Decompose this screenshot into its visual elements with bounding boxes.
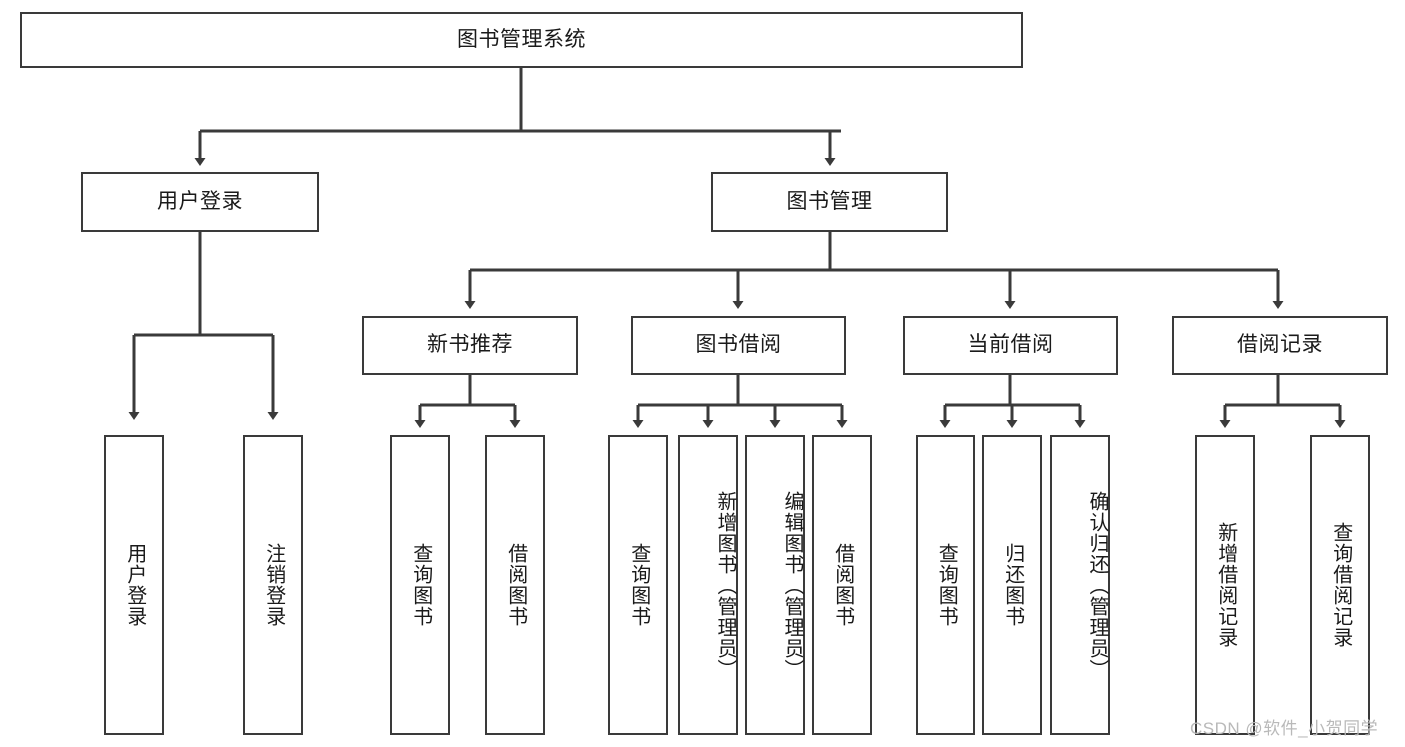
node-book-management[interactable]: 图书管理 [711,172,948,232]
node-label: 新书推荐 [427,333,513,357]
node-user-login[interactable]: 用户登录 [81,172,319,232]
watermark-text: CSDN @软件_小贺同学 [1190,719,1379,738]
node-label: 借阅记录 [1237,333,1323,357]
node-current-borrowing[interactable]: 当前借阅 [903,316,1118,375]
leaf-user-login[interactable]: 用户登录 [104,435,164,735]
leaf-query-borrow-record[interactable]: 查询借阅记录 [1310,435,1370,735]
node-book-borrowing[interactable]: 图书借阅 [631,316,846,375]
leaf-add-book-admin[interactable]: 新增图书（管理员） [678,435,738,735]
node-new-book-recommendation[interactable]: 新书推荐 [362,316,578,375]
node-label: 当前借阅 [967,333,1054,357]
leaf-query-book-borrow[interactable]: 查询图书 [608,435,668,735]
node-label: 查询图书 [409,543,432,627]
leaf-borrow-book-newbook[interactable]: 借阅图书 [485,435,545,735]
node-label: 确认归还（管理员） [1086,490,1108,680]
leaf-query-book-newbook[interactable]: 查询图书 [390,435,450,735]
node-label: 用户登录 [123,543,146,627]
node-label: 查询图书 [627,543,650,627]
leaf-query-book-current[interactable]: 查询图书 [916,435,975,735]
node-borrowing-record[interactable]: 借阅记录 [1172,316,1388,375]
node-label: 新增图书（管理员） [714,490,736,680]
node-label: 图书管理系统 [457,27,586,51]
node-label: 借阅图书 [831,543,854,627]
leaf-confirm-return-admin[interactable]: 确认归还（管理员） [1050,435,1110,735]
node-label: 查询借阅记录 [1329,522,1352,648]
leaf-add-borrow-record[interactable]: 新增借阅记录 [1195,435,1255,735]
leaf-borrow-book[interactable]: 借阅图书 [812,435,872,735]
node-label: 查询图书 [935,543,958,627]
leaf-return-book[interactable]: 归还图书 [982,435,1042,735]
node-label: 借阅图书 [504,543,527,627]
leaf-logout[interactable]: 注销登录 [243,435,303,735]
leaf-edit-book-admin[interactable]: 编辑图书（管理员） [745,435,805,735]
node-label: 归还图书 [1001,543,1024,627]
node-label: 新增借阅记录 [1214,522,1237,648]
node-label: 用户登录 [157,189,243,213]
node-label: 图书管理 [786,189,873,213]
node-label: 注销登录 [262,543,285,627]
node-label: 编辑图书（管理员） [781,490,803,680]
node-root-book-management-system[interactable]: 图书管理系统 [20,12,1023,68]
node-label: 图书借阅 [695,333,782,357]
